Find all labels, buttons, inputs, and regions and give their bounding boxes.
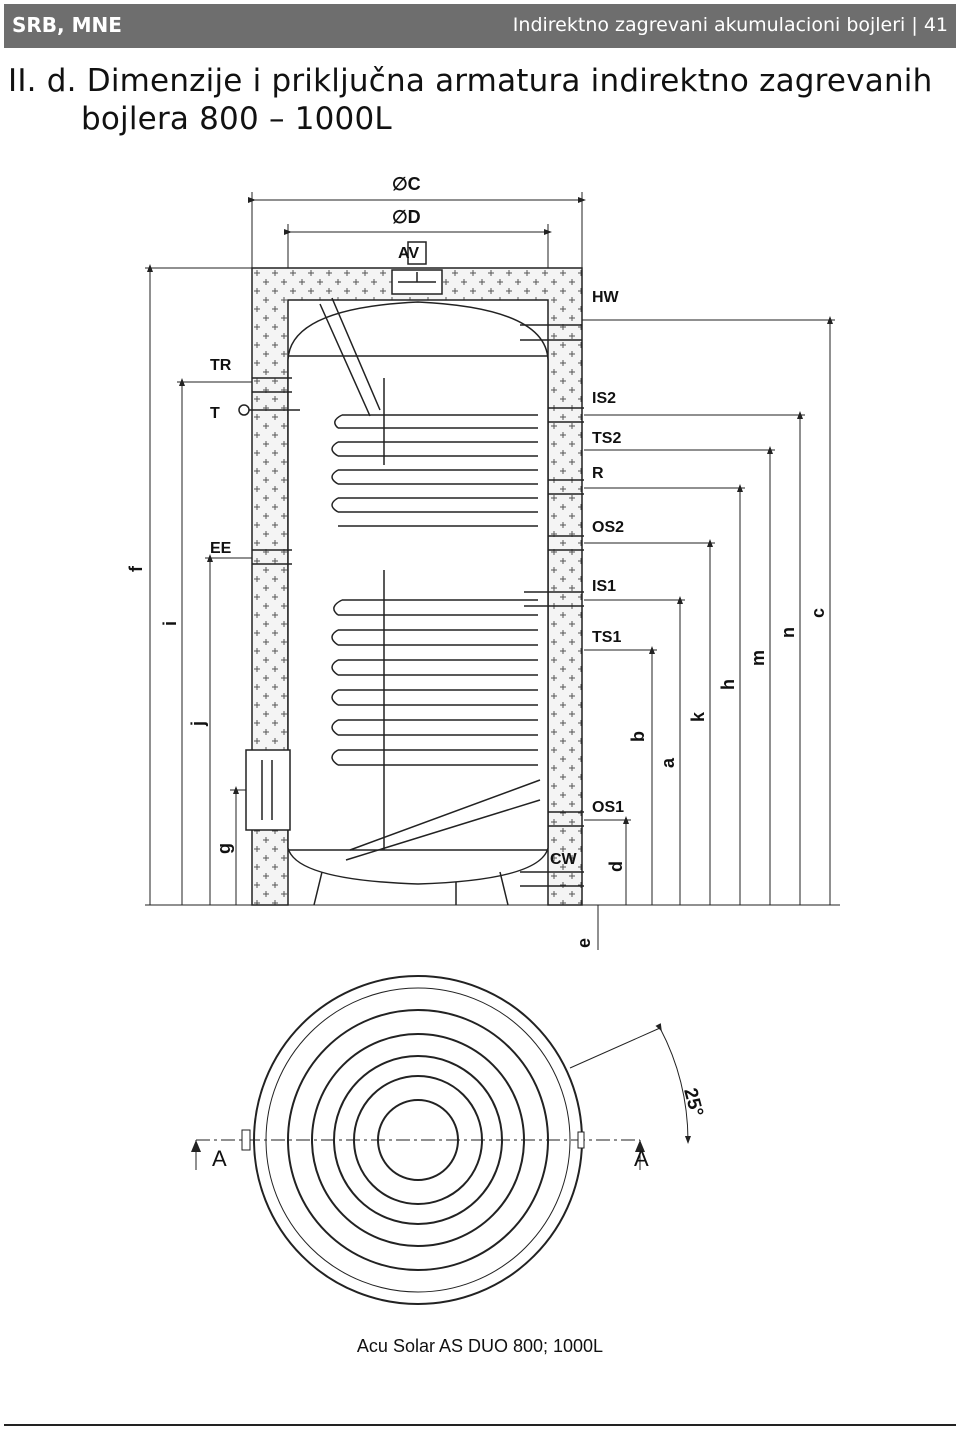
upper-coil [331, 414, 538, 527]
header-region: SRB, MNE [12, 13, 122, 37]
right-ports [520, 324, 584, 887]
top-view-labels: A A 25° [212, 1086, 707, 1171]
dim-label-e: e [574, 938, 594, 948]
dim-label-f: f [126, 565, 146, 572]
dim-label-c: c [808, 608, 828, 618]
dim-label-g: g [214, 843, 234, 854]
page-header: SRB, MNE Indirektno zagrevani akumulacio… [4, 4, 956, 48]
port-label-is2: IS2 [592, 390, 616, 407]
figure-caption: Acu Solar AS DUO 800; 1000L [356, 1336, 604, 1356]
dim-label-i: i [160, 621, 180, 626]
technical-drawing: ∅C ∅D AV HW IS2 TS2 R OS2 IS1 TS1 OS1 CW… [126, 174, 840, 1305]
dim-label-m: m [748, 650, 768, 666]
label-dim-c: ∅C [392, 174, 421, 194]
dim-label-b: b [628, 731, 648, 742]
angle-label: 25° [679, 1086, 707, 1119]
dim-label-k: k [688, 711, 708, 722]
port-label-tr: TR [210, 357, 232, 374]
tank-body [287, 301, 549, 885]
left-ports [238, 377, 300, 831]
port-label-ts2: TS2 [592, 430, 621, 447]
title-line-1: II. d. Dimenzije i priključna armatura i… [8, 63, 933, 99]
section-mark-right: A [634, 1146, 649, 1171]
dim-label-d: d [606, 861, 626, 872]
port-label-ts1: TS1 [592, 629, 621, 646]
lower-coil [331, 599, 541, 861]
section-title: II. d. Dimenzije i priključna armatura i… [8, 62, 948, 138]
dim-label-j: j [188, 721, 208, 727]
port-label-r: R [592, 465, 604, 482]
port-label-os1: OS1 [592, 799, 624, 816]
port-label-ee: EE [210, 540, 232, 557]
dimension-lines [145, 192, 840, 950]
port-label-cw: CW [550, 851, 578, 868]
footer-rule [4, 1424, 956, 1426]
dim-label-a: a [658, 757, 678, 768]
drawing-labels: ∅C ∅D AV HW IS2 TS2 R OS2 IS1 TS1 OS1 CW… [126, 174, 828, 948]
port-label-hw: HW [592, 289, 620, 306]
port-label-is1: IS1 [592, 578, 616, 595]
boiler-top-view [191, 975, 691, 1305]
dim-label-n: n [778, 627, 798, 638]
flange [245, 749, 291, 831]
section-mark-left: A [212, 1146, 227, 1171]
title-line-2: bojlera 800 – 1000L [81, 101, 392, 137]
dim-label-h: h [718, 679, 738, 690]
port-label-os2: OS2 [592, 519, 624, 536]
header-section-title: Indirektno zagrevani akumulacioni bojler… [512, 14, 948, 36]
label-av: AV [398, 245, 419, 262]
port-label-t: T [210, 405, 220, 422]
boiler-side-view [238, 241, 584, 906]
label-dim-d: ∅D [392, 207, 421, 227]
